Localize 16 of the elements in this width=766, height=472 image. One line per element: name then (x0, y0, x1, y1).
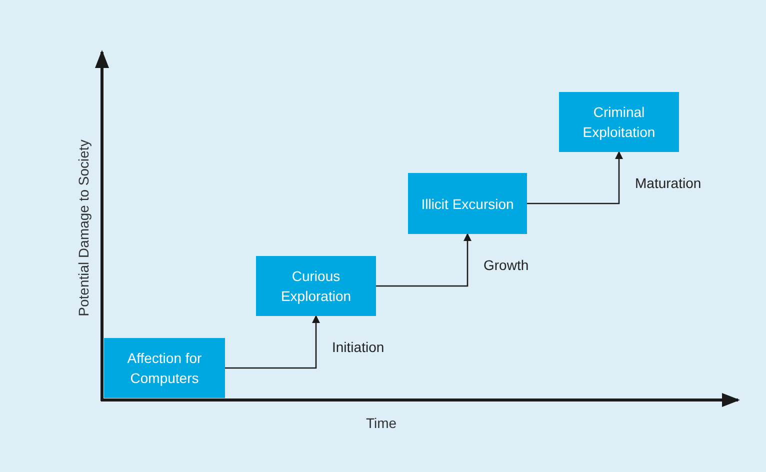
stage-box (104, 338, 225, 398)
stage-text: Illicit Excursion (421, 194, 514, 214)
stage-box (408, 173, 527, 234)
edge-label: Growth (482, 257, 531, 273)
arrow (376, 233, 472, 287)
stage-text: Curious Exploration (280, 267, 352, 306)
stage-text: Criminal Exploitation (582, 103, 656, 142)
edge-label: Initiation (330, 339, 386, 355)
arrow (225, 315, 320, 369)
y-axis-label: Potential Damage to Society (75, 140, 92, 316)
arrow (527, 151, 623, 204)
stage-text: Affection for Computers (126, 349, 203, 388)
stage-box (559, 92, 679, 152)
edge-label: Maturation (633, 174, 704, 190)
x-axis-label: Time (366, 415, 397, 431)
stage-box (256, 256, 376, 316)
